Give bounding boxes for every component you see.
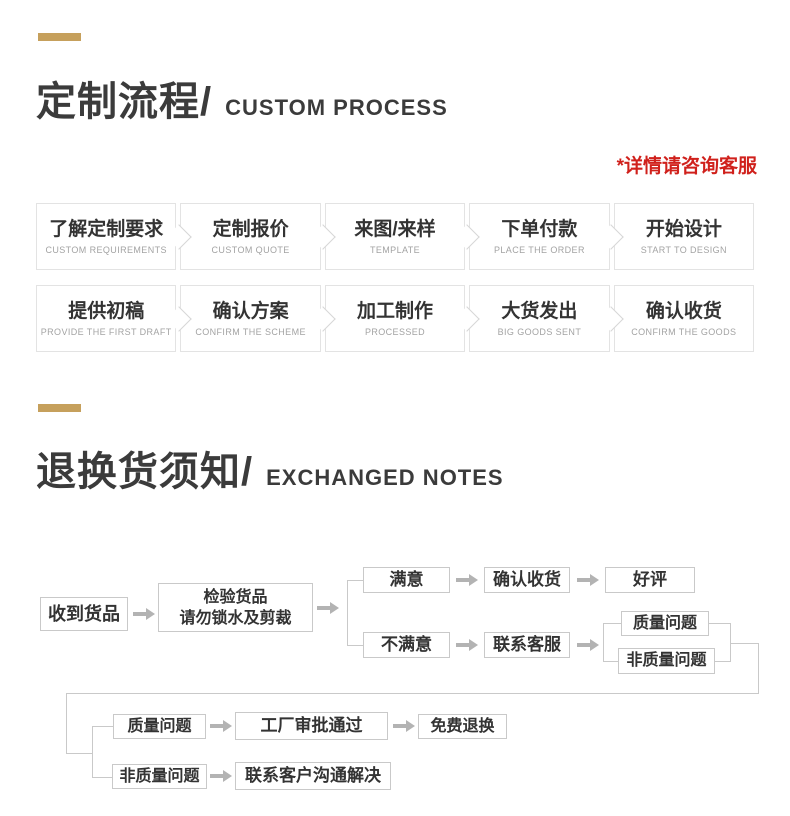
step-subtitle: PLACE THE ORDER: [493, 245, 585, 255]
connector-line: [66, 693, 67, 754]
service-note: *详情请咨询客服: [616, 156, 757, 177]
flow-node-label: 收到货品: [48, 604, 120, 624]
flow-arrow-icon: [456, 639, 478, 651]
flow-node-label: 非质量问题: [626, 652, 707, 669]
connector-line: [715, 661, 731, 662]
connector-line: [709, 623, 731, 624]
section-heading-custom: 定制流程/ CUSTOM PROCESS: [36, 80, 448, 124]
connector-line: [758, 643, 759, 694]
step-title: 加工制作: [357, 301, 434, 322]
process-step-quote: 定制报价 CUSTOM QUOTE: [180, 203, 321, 270]
flow-node-negotiate: 联系客户沟通解决: [235, 762, 391, 790]
connector-line: [66, 693, 759, 694]
flow-arrow-icon: [210, 720, 232, 732]
connector-line: [347, 580, 364, 581]
process-step-draft: 提供初稿 PROVIDE THE FIRST DRAFT: [36, 285, 177, 352]
connector-line: [603, 623, 622, 624]
flow-node-receive: 收到货品: [40, 597, 128, 631]
heading-en-exchange: EXCHANGED NOTES: [266, 465, 504, 490]
connector-line: [603, 661, 619, 662]
connector-line: [730, 643, 759, 644]
connector-line: [92, 726, 93, 778]
flow-arrow-icon: [456, 574, 478, 586]
flow-node-praise: 好评: [605, 567, 695, 593]
process-step-ship: 大货发出 BIG GOODS SENT: [469, 285, 610, 352]
flow-node-quality-issue-lower: 质量问题: [113, 714, 206, 739]
process-step-template: 来图/来样 TEMPLATE: [324, 203, 466, 270]
flow-node-factory-approved: 工厂审批通过: [235, 712, 388, 740]
flow-node-non-quality-issue: 非质量问题: [618, 648, 715, 674]
flow-arrow-icon: [393, 720, 415, 732]
flow-node-unsatisfied: 不满意: [363, 632, 450, 658]
connector-line: [92, 726, 114, 727]
process-step-confirm: 确认收货 CONFIRM THE GOODS: [613, 285, 755, 352]
connector-line: [92, 777, 113, 778]
flow-node-contact-service: 联系客服: [484, 632, 570, 658]
flow-arrow-icon: [133, 608, 155, 620]
flow-arrow-icon: [317, 602, 339, 614]
exchange-flowchart: 收到货品 检验货品 请勿锁水及剪裁 满意 确认收货 好评 不满意 联系客服 质量…: [0, 555, 790, 816]
flow-node-non-quality-issue-lower: 非质量问题: [112, 764, 207, 789]
process-step-order: 下单付款 PLACE THE ORDER: [469, 203, 610, 270]
step-title: 下单付款: [501, 219, 578, 240]
flow-node-label: 联系客服: [493, 635, 561, 654]
step-subtitle: CUSTOM QUOTE: [211, 245, 290, 255]
step-subtitle: CONFIRM THE SCHEME: [195, 327, 306, 337]
process-step-processed: 加工制作 PROCESSED: [324, 285, 466, 352]
section-accent-dash: [38, 33, 81, 41]
step-subtitle: CUSTOM REQUIREMENTS: [45, 245, 167, 255]
flow-node-inspect: 检验货品 请勿锁水及剪裁: [158, 583, 313, 632]
flow-node-label: 免费退换: [430, 717, 495, 735]
flow-node-label: 质量问题: [127, 717, 192, 735]
heading-zh-exchange: 退换货须知/: [36, 450, 254, 494]
step-subtitle: START TO DESIGN: [640, 245, 727, 255]
step-title: 来图/来样: [354, 219, 436, 240]
step-title: 了解定制要求: [49, 219, 164, 240]
flow-node-label: 工厂审批通过: [260, 716, 363, 735]
step-title: 开始设计: [645, 219, 722, 240]
flow-node-label: 确认收货: [493, 570, 561, 589]
process-step-design: 开始设计 START TO DESIGN: [613, 203, 755, 270]
flow-node-label: 质量问题: [632, 614, 697, 632]
connector-line: [730, 623, 731, 662]
step-title: 确认方案: [212, 301, 289, 322]
step-title: 确认收货: [645, 301, 722, 322]
step-subtitle: CONFIRM THE GOODS: [631, 327, 737, 337]
connector-line: [347, 580, 348, 646]
flow-node-label: 联系客户沟通解决: [245, 766, 381, 785]
connector-line: [603, 623, 604, 662]
flow-arrow-icon: [210, 770, 232, 782]
flow-node-quality-issue: 质量问题: [621, 611, 709, 636]
step-title: 大货发出: [501, 301, 578, 322]
connector-line: [347, 645, 364, 646]
flow-node-label: 非质量问题: [119, 767, 200, 785]
flow-arrow-icon: [577, 639, 599, 651]
heading-en-custom: CUSTOM PROCESS: [225, 95, 448, 120]
flow-node-label: 好评: [633, 570, 667, 589]
section-accent-dash: [38, 404, 81, 412]
step-subtitle: BIG GOODS SENT: [497, 327, 582, 337]
flow-node-confirm-receipt: 确认收货: [484, 567, 570, 593]
step-subtitle: TEMPLATE: [369, 245, 421, 255]
flow-node-label: 不满意: [381, 635, 432, 654]
step-title: 提供初稿: [68, 301, 145, 322]
flow-node-free-exchange: 免费退换: [418, 714, 507, 739]
step-subtitle: PROCESSED: [364, 327, 426, 337]
flow-arrow-icon: [577, 574, 599, 586]
flow-node-satisfied: 满意: [363, 567, 450, 593]
flow-node-label: 满意: [389, 570, 424, 589]
process-row-2: 提供初稿 PROVIDE THE FIRST DRAFT 确认方案 CONFIR…: [36, 285, 755, 352]
flow-node-label: 检验货品: [203, 588, 268, 606]
process-step-requirements: 了解定制要求 CUSTOM REQUIREMENTS: [36, 203, 177, 270]
connector-line: [66, 753, 93, 754]
heading-zh-custom: 定制流程/: [36, 80, 213, 124]
process-step-scheme: 确认方案 CONFIRM THE SCHEME: [180, 285, 321, 352]
process-row-1: 了解定制要求 CUSTOM REQUIREMENTS 定制报价 CUSTOM Q…: [36, 203, 755, 270]
step-subtitle: PROVIDE THE FIRST DRAFT: [40, 327, 172, 337]
section-heading-exchange: 退换货须知/ EXCHANGED NOTES: [36, 450, 504, 494]
flow-node-label: 请勿锁水及剪裁: [179, 609, 292, 627]
step-title: 定制报价: [212, 219, 289, 240]
